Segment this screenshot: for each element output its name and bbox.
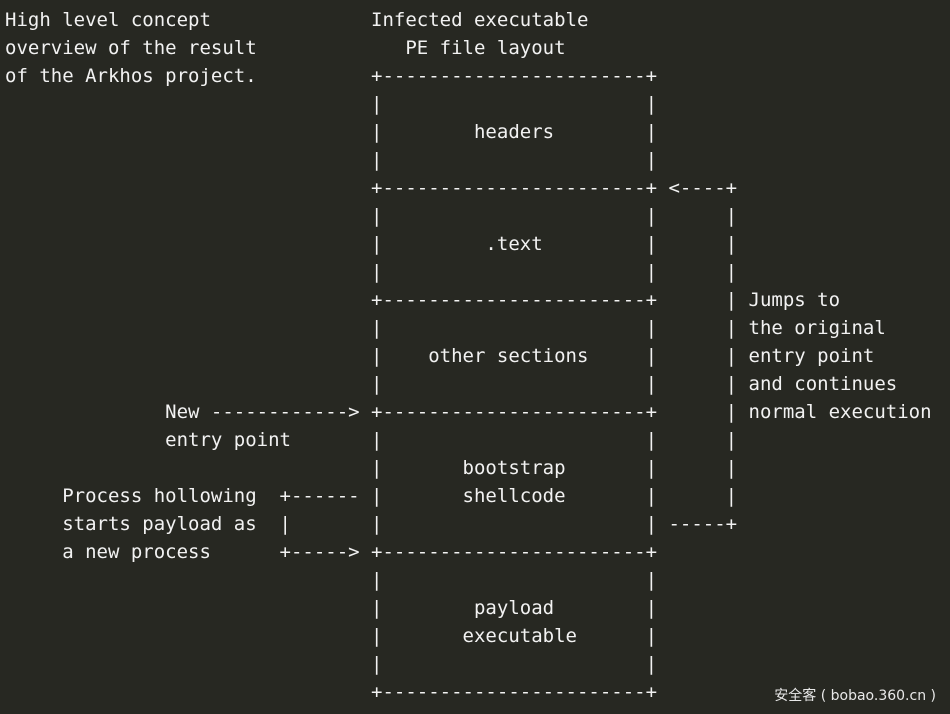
diagram-line: +-----------------------+ <----+ <box>5 177 738 199</box>
diagram-line: starts payload as | | | -----+ <box>5 513 738 535</box>
diagram-line: a new process +-----> +-----------------… <box>5 541 658 563</box>
diagram-line: of the Arkhos project. +----------------… <box>5 65 658 87</box>
diagram-line: +-----------------------+ <box>5 681 658 703</box>
diagram-line: overview of the result PE file layout <box>5 37 566 59</box>
diagram-line: | headers | <box>5 121 658 143</box>
diagram-line: | | <box>5 149 658 171</box>
diagram-line: | executable | <box>5 625 658 647</box>
diagram-line: High level concept Infected executable <box>5 9 589 31</box>
watermark-text: 安全客 ( bobao.360.cn ) <box>774 688 936 704</box>
diagram-line: | | | and continues <box>5 373 898 395</box>
diagram-line: New ------------> +---------------------… <box>5 401 932 423</box>
diagram-line: | payload | <box>5 597 658 619</box>
diagram-line: | | <box>5 653 658 675</box>
ascii-diagram: High level concept Infected executable o… <box>5 6 932 706</box>
diagram-line: Process hollowing +------ | shellcode | … <box>5 485 738 507</box>
diagram-line: | | | the original <box>5 317 886 339</box>
diagram-line: | | | <box>5 205 738 227</box>
diagram-line: entry point | | | <box>5 429 738 451</box>
diagram-line: +-----------------------+ | Jumps to <box>5 289 841 311</box>
diagram-line: | | <box>5 93 658 115</box>
diagram-line: | bootstrap | | <box>5 457 738 479</box>
diagram-line: | .text | | <box>5 233 738 255</box>
diagram-line: | other sections | | entry point <box>5 345 875 367</box>
diagram-line: | | <box>5 569 658 591</box>
diagram-line: | | | <box>5 261 738 283</box>
